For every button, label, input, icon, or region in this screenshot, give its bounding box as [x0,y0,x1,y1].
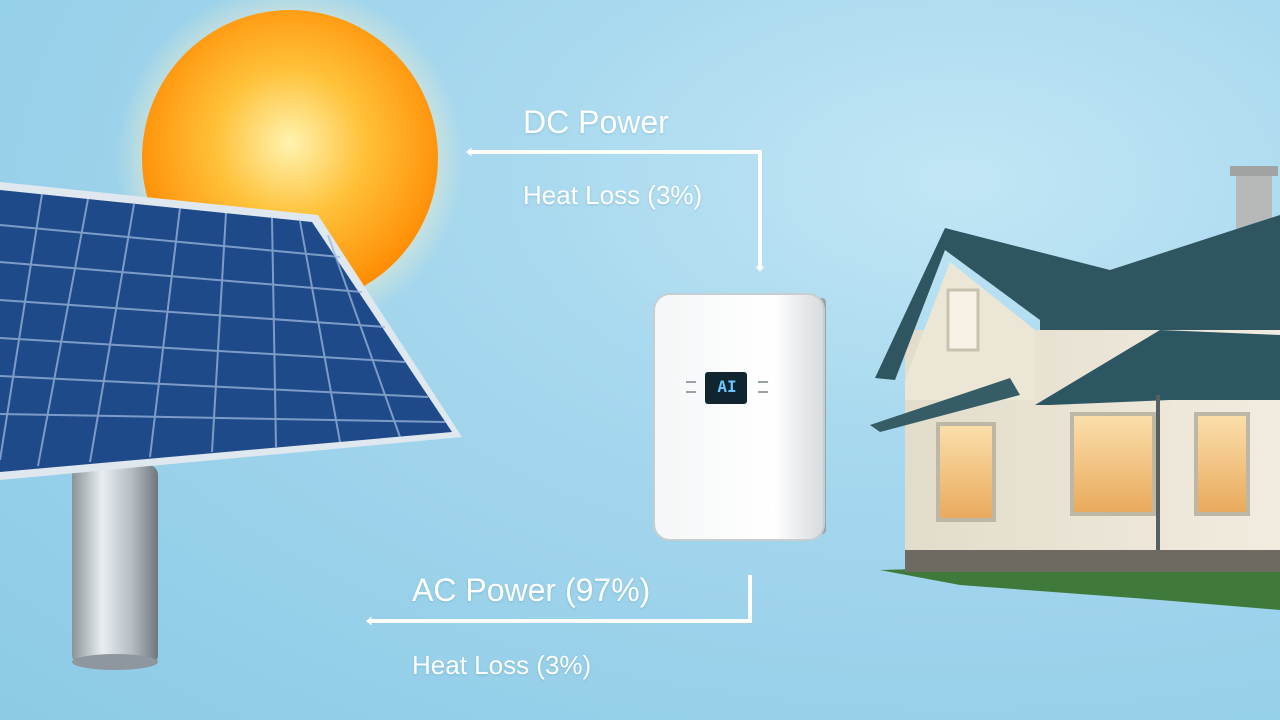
dc-power-arrow [466,147,765,272]
heat-loss-top-label: Heat Loss (3%) [523,180,703,210]
house-icon [870,166,1280,610]
ac-power-label: AC Power (97%) [412,572,651,608]
inverter-icon [653,293,826,541]
dc-power-label: DC Power [523,104,669,140]
heat-loss-bottom-label: Heat Loss (3%) [412,650,592,680]
inverter-display: AI [717,377,737,396]
ac-power-arrow [366,575,752,626]
solar-panel-icon [0,182,462,670]
